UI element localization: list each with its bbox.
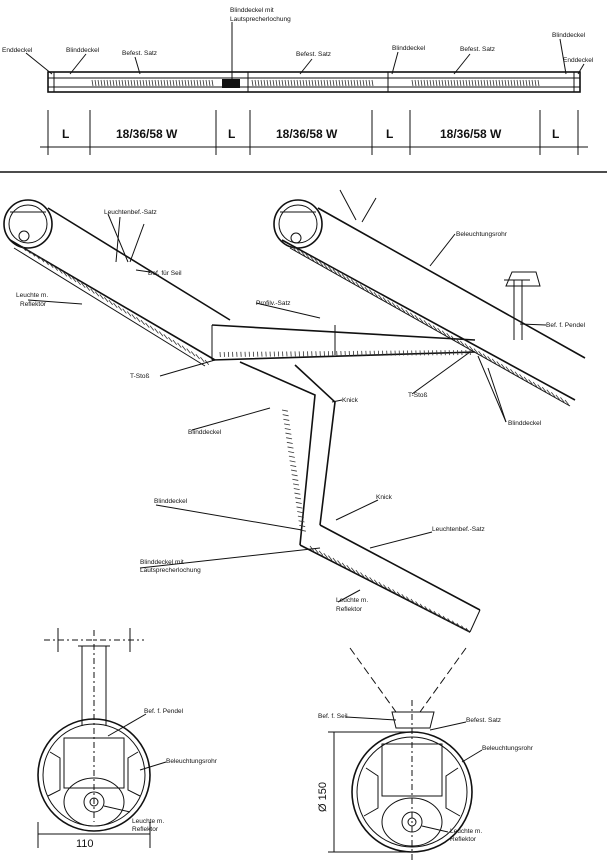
- label-leuchte-left-1: Leuchte m.: [132, 818, 164, 825]
- label-leuchte-reflektor-2a: Leuchte m.: [336, 597, 368, 604]
- dimension-diameter: Ø 150: [317, 782, 329, 812]
- speaker-cover-block: [222, 79, 240, 88]
- label-beleuchtungsrohr-right: Beleuchtungsrohr: [482, 745, 534, 752]
- segment-label: L: [228, 127, 235, 141]
- label-beleuchtungsrohr: Beleuchtungsrohr: [456, 231, 508, 238]
- label-leuchtenbef-satz-1: Leuchtenbef.-Satz: [104, 209, 157, 216]
- segment-label: L: [386, 127, 393, 141]
- rope-lines-left: [107, 213, 145, 263]
- rope-lines: [349, 647, 467, 713]
- label-knick-2: Knick: [376, 494, 393, 501]
- label-enddeckel-right: Enddeckel: [563, 57, 594, 64]
- label-befest-satz-3: Befest. Satz: [460, 46, 495, 53]
- label-blinddeckel-lautsprecher-a: Blinddeckel mit: [140, 559, 184, 566]
- label-t-stoss-2: T-Stoß: [408, 392, 428, 399]
- top-strip-view: Enddeckel Blinddeckel Befest. Satz Blind…: [2, 7, 594, 155]
- label-blinddeckel-b: Blinddeckel: [508, 420, 542, 427]
- label-bef-pendel: Bef. f. Pendel: [546, 322, 586, 329]
- segment-label: L: [552, 127, 559, 141]
- lamp-zone-2: [251, 79, 374, 87]
- lamp-zone-3: [411, 79, 540, 87]
- label-enddeckel-left: Enddeckel: [2, 47, 33, 54]
- label-t-stoss-1: T-Stoß: [130, 373, 150, 380]
- label-blinddeckel-lautsprecher-1: Blinddeckel mit: [230, 7, 274, 14]
- label-leuchte-reflektor-1b: Reflektor: [20, 301, 47, 308]
- label-befest-satz-1: Befest. Satz: [122, 50, 157, 57]
- segment-label: 18/36/58 W: [276, 127, 338, 141]
- segment-label: 18/36/58 W: [116, 127, 178, 141]
- label-blinddeckel-a: Blinddeckel: [188, 429, 222, 436]
- bottom-branch: [299, 524, 481, 633]
- rope-lines-top: [339, 189, 377, 223]
- label-blinddeckel-3: Blinddeckel: [552, 32, 586, 39]
- label-befest-satz-2: Befest. Satz: [296, 51, 331, 58]
- label-leuchte-reflektor-1a: Leuchte m.: [16, 292, 48, 299]
- label-blinddeckel-c: Blinddeckel: [154, 498, 188, 505]
- label-befest-satz-right: Befest. Satz: [466, 717, 501, 724]
- tube-end-left: [3, 199, 53, 249]
- label-blinddeckel-1: Blinddeckel: [66, 47, 100, 54]
- label-leuchte-left-2: Reflektor: [132, 826, 159, 833]
- label-blinddeckel-lautsprecher-b: Lautsprecherlochung: [140, 567, 201, 574]
- label-bef-fuer-seil: Bef. für Seil: [148, 270, 182, 277]
- tube-end-right: [273, 199, 323, 249]
- label-leuchte-right-1: Leuchte m.: [450, 828, 482, 835]
- label-leuchtenbef-satz-2: Leuchtenbef.-Satz: [432, 526, 485, 533]
- tube-outline: [47, 71, 581, 93]
- tube-hatching: [21, 245, 570, 633]
- label-blinddeckel-lautsprecher-2: Lautsprecherlochung: [230, 16, 291, 23]
- lamp-zone-1: [91, 79, 214, 87]
- label-blinddeckel-2: Blinddeckel: [392, 45, 426, 52]
- label-leuchte-reflektor-2b: Reflektor: [336, 606, 363, 613]
- section-left-pendant: Bef. f. Pendel Beleuchtungsrohr Leuchte …: [37, 628, 218, 850]
- label-bef-seil: Bef. f. Seil: [318, 713, 348, 720]
- segment-label: 18/36/58 W: [440, 127, 502, 141]
- down-tube: [239, 361, 336, 546]
- isometric-view: Leuchtenbef.-Satz Bef. für Seil Leuchte …: [3, 189, 586, 633]
- tube-section-left: [37, 718, 151, 832]
- section-right-rope: Bef. f. Seil Befest. Satz Beleuchtungsro…: [317, 647, 534, 860]
- label-knick-1: Knick: [342, 397, 359, 404]
- label-profilv-satz: Profilv.-Satz: [256, 300, 291, 307]
- cross-connector: [211, 324, 476, 361]
- tube-1: [9, 207, 231, 361]
- pendant-mount: [504, 279, 530, 340]
- label-bef-pendel-left: Bef. f. Pendel: [144, 708, 184, 715]
- tube-2: [281, 207, 586, 401]
- label-beleuchtungsrohr-left: Beleuchtungsrohr: [166, 758, 218, 765]
- dimension-width: 110: [76, 838, 94, 850]
- label-leuchte-right-2: Reflektor: [450, 836, 477, 843]
- segment-label: L: [62, 127, 69, 141]
